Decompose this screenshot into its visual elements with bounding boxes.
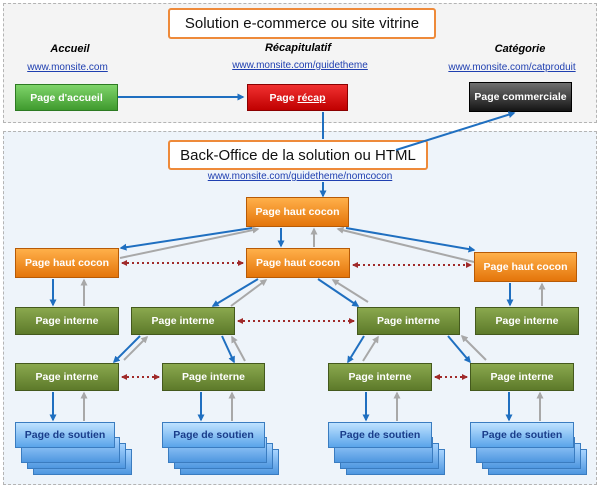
node-soutien-2[interactable]: Page de soutien — [162, 422, 265, 448]
heading-categorie: Catégorie — [494, 43, 546, 55]
arrow-cocontop-to-right — [345, 227, 476, 253]
url-recap[interactable]: www.monsite.com/guidetheme — [232, 60, 368, 71]
arrow-i3-to-i8 — [447, 335, 471, 364]
node-interne-2[interactable]: Page interne — [131, 307, 235, 335]
url-accueil[interactable]: www.monsite.com — [27, 62, 108, 73]
node-soutien-3[interactable]: Page de soutien — [328, 422, 432, 448]
node-interne-4[interactable]: Page interne — [475, 307, 579, 335]
arrow-i2-to-i6 — [221, 335, 235, 364]
arrow-i2-to-cm — [230, 279, 268, 307]
node-cocon-left[interactable]: Page haut cocon — [15, 248, 119, 278]
ecommerce-title: Solution e-commerce ou site vitrine — [168, 8, 436, 39]
node-interne-5[interactable]: Page interne — [15, 363, 119, 391]
arrow-i6-to-i2 — [231, 335, 246, 362]
heading-accueil: Accueil — [50, 43, 90, 55]
node-cocon-right[interactable]: Page haut cocon — [474, 252, 577, 282]
recap-underlined: récap — [297, 91, 326, 104]
node-page-recap[interactable]: Page récap — [247, 84, 348, 111]
arrow-right-to-cocontop — [336, 226, 475, 263]
backoffice-title: Back-Office de la solution ou HTML — [168, 140, 428, 170]
arrow-i2-to-i5 — [112, 335, 141, 364]
node-cocon-mid[interactable]: Page haut cocon — [246, 248, 350, 278]
arrow-cocontop-to-left — [119, 227, 253, 251]
node-interne-6[interactable]: Page interne — [162, 363, 265, 391]
heading-recapitulatif: Récapitulatif — [264, 42, 331, 54]
url-categorie[interactable]: www.monsite.com/catproduit — [448, 62, 576, 73]
node-interne-7[interactable]: Page interne — [328, 363, 432, 391]
node-soutien-1[interactable]: Page de soutien — [15, 422, 115, 448]
node-soutien-4[interactable]: Page de soutien — [470, 422, 574, 448]
node-interne-3[interactable]: Page interne — [357, 307, 460, 335]
node-page-accueil[interactable]: Page d'accueil — [15, 84, 118, 111]
arrow-i3-to-cm — [331, 279, 369, 303]
arrow-left-to-cocontop — [119, 226, 260, 259]
arrow-i8-to-i3 — [460, 334, 487, 361]
recap-prefix: Page — [269, 91, 298, 104]
url-nomcocon[interactable]: www.monsite.com/guidetheme/nomcocon — [207, 171, 393, 182]
arrow-cm-to-i2 — [211, 278, 259, 307]
arrow-backoffice-to-commerciale — [395, 111, 516, 151]
arrow-i7-to-i3 — [362, 335, 379, 362]
node-interne-8[interactable]: Page interne — [470, 363, 574, 391]
arrow-i5-to-i2 — [123, 335, 149, 361]
arrow-i3-to-i7 — [347, 335, 365, 364]
node-page-commerciale[interactable]: Page commerciale — [469, 82, 572, 112]
arrow-cm-to-i3 — [317, 278, 360, 307]
node-cocon-top[interactable]: Page haut cocon — [246, 197, 349, 227]
node-interne-1[interactable]: Page interne — [15, 307, 119, 335]
